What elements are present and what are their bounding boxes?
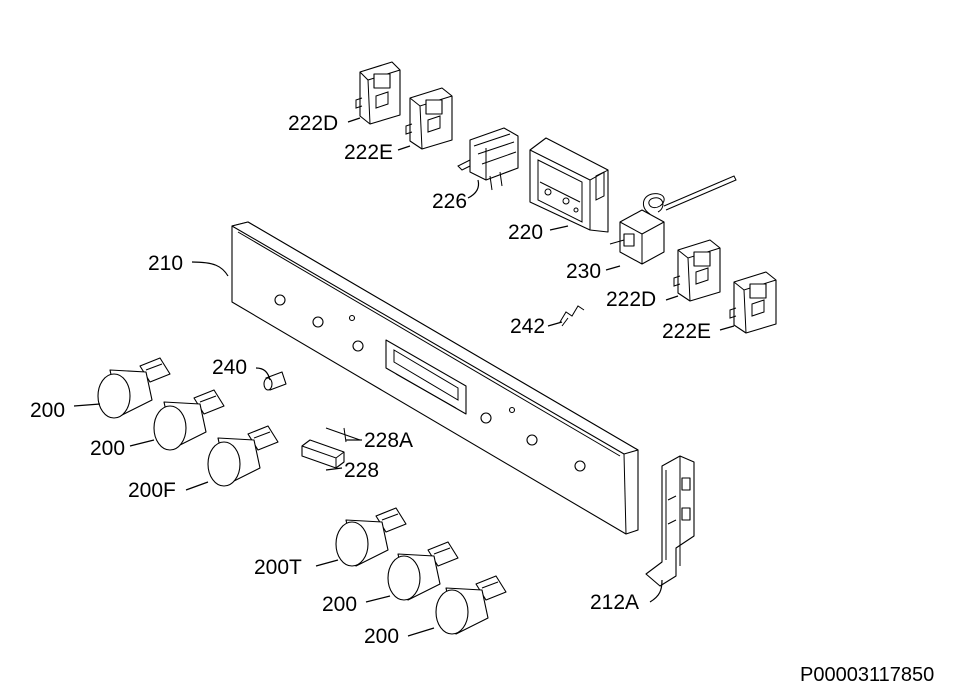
- part-knob-200-c: [387, 541, 459, 601]
- part-spring-242: [559, 305, 585, 327]
- label-226: 226: [432, 190, 467, 213]
- part-228: [301, 439, 345, 469]
- part-switch-222d-right: [673, 239, 721, 302]
- part-lamp-240: [263, 371, 287, 391]
- part-knob-200-a: [97, 357, 171, 419]
- part-switch-222e-right: [729, 271, 777, 334]
- part-228a: [325, 427, 361, 443]
- label-240: 240: [212, 356, 247, 379]
- part-control-panel-210: [231, 221, 639, 535]
- part-switch-222d-top: [355, 61, 401, 125]
- part-knob-200-b: [153, 389, 225, 451]
- label-212a: 212A: [590, 591, 639, 614]
- part-knob-200f: [207, 425, 279, 487]
- label-200-a: 200: [30, 399, 65, 422]
- label-222e-top: 222E: [344, 141, 393, 164]
- label-242: 242: [510, 315, 545, 338]
- label-210: 210: [148, 252, 183, 275]
- part-thermostat-230: [609, 175, 737, 265]
- label-200-b: 200: [90, 437, 125, 460]
- label-222d-top: 222D: [288, 112, 338, 135]
- label-222d-right: 222D: [606, 288, 656, 311]
- label-220: 220: [508, 221, 543, 244]
- part-knob-200t: [335, 507, 407, 567]
- part-selector-226: [457, 127, 519, 191]
- part-timer-220: [529, 137, 609, 233]
- label-200t: 200T: [254, 556, 302, 579]
- label-200f: 200F: [128, 479, 176, 502]
- label-222e-right: 222E: [662, 320, 711, 343]
- label-200-c: 200: [322, 593, 357, 616]
- label-228: 228: [344, 459, 379, 482]
- label-228a: 228A: [364, 429, 413, 452]
- document-id: P00003117850: [800, 664, 934, 686]
- part-knob-200-d: [435, 575, 507, 635]
- label-200-d: 200: [364, 625, 399, 648]
- part-switch-222e-top: [405, 87, 453, 150]
- label-230: 230: [566, 260, 601, 283]
- leader-lines: [73, 117, 735, 637]
- part-bracket-212a: [645, 455, 695, 587]
